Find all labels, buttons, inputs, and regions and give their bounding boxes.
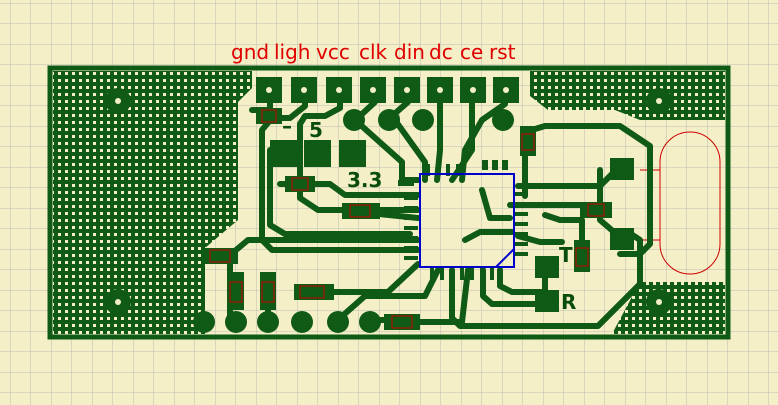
smd-pad xyxy=(610,228,634,250)
mounting-hole xyxy=(105,289,131,315)
silk-label-3v3: 3.3 xyxy=(347,168,383,192)
silk-label-minus: – xyxy=(282,114,292,138)
board-outline xyxy=(47,65,731,340)
pin-label-ce: ce xyxy=(460,40,484,64)
pin-label-rst: rst xyxy=(489,40,516,64)
copper-pour-left xyxy=(53,71,252,334)
mounting-hole xyxy=(105,88,131,114)
silk-label-5: 5 xyxy=(309,118,323,142)
smd-pad xyxy=(535,256,559,278)
pin-label-gnd: gnd xyxy=(231,40,270,64)
crystal-outline xyxy=(659,131,721,275)
silk-label-r: R xyxy=(561,290,577,314)
pin-label-dc: dc xyxy=(429,40,453,64)
smd-pad xyxy=(339,140,366,167)
bottom-pads xyxy=(193,311,381,333)
smd-pad xyxy=(270,140,297,167)
smd-pad xyxy=(304,140,331,167)
pin-label-din: din xyxy=(394,40,425,64)
smd-pad xyxy=(610,158,634,180)
silk-label-t: T xyxy=(559,243,573,267)
via-pads xyxy=(343,109,514,131)
copper-pour-top-right xyxy=(530,71,725,120)
ic-chip xyxy=(398,160,528,280)
smd-pad xyxy=(535,290,559,312)
smd-components xyxy=(204,108,612,330)
mounting-hole xyxy=(646,289,672,315)
pin-label-clk: clk xyxy=(359,40,388,64)
pin-label-ligh: ligh xyxy=(274,40,311,64)
pin-label-vcc: vcc xyxy=(316,40,350,64)
mounting-hole xyxy=(646,88,672,114)
header-pads xyxy=(256,77,519,103)
